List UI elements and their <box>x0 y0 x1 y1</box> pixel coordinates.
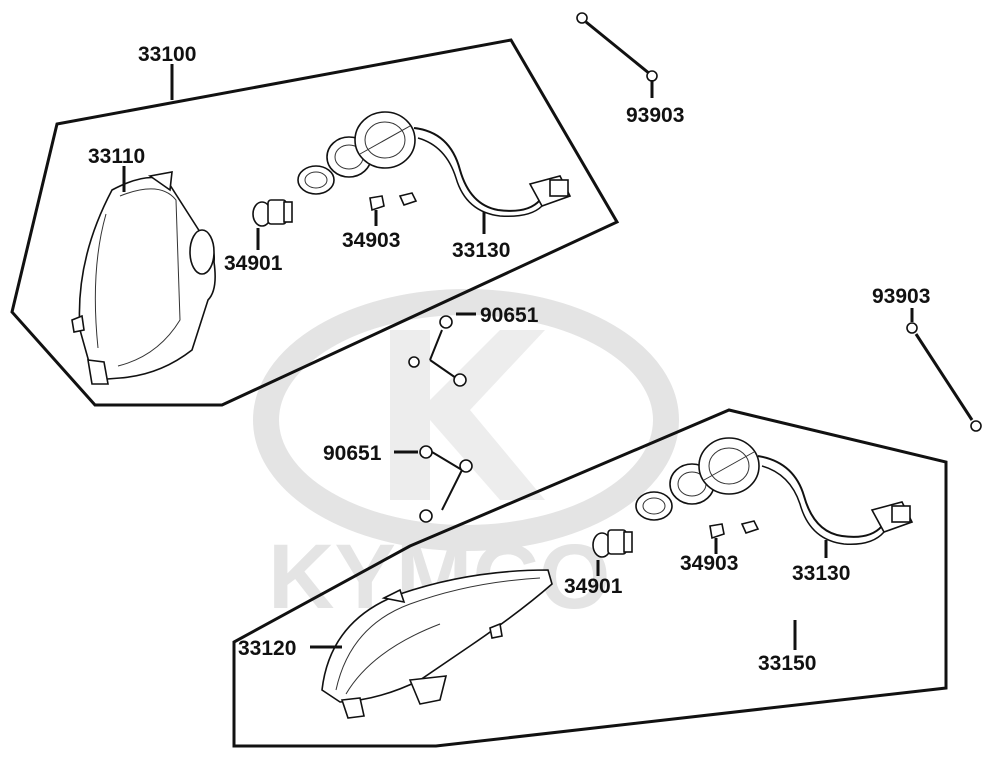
upper-wiring-harness <box>413 127 572 218</box>
label-33130-lower: 33130 <box>792 562 850 585</box>
label-34901-lower: 34901 <box>564 575 623 598</box>
label-34901-upper: 34901 <box>224 252 283 275</box>
lower-head-bulb <box>592 529 633 558</box>
lower-socket-housing <box>698 437 760 495</box>
label-34903-lower: 34903 <box>680 552 738 575</box>
label-33130-upper: 33130 <box>452 239 510 262</box>
label-33120: 33120 <box>238 637 296 660</box>
bolt-top-pair <box>576 12 658 98</box>
lower-position-bulb <box>709 520 760 540</box>
lower-assembly-frame <box>232 408 948 748</box>
upper-head-bulb <box>252 199 293 227</box>
bolt-right-pair <box>906 308 982 432</box>
watermark-logo-k <box>390 330 545 500</box>
lower-wiring-harness <box>757 455 914 545</box>
label-93903-top: 93903 <box>626 104 684 127</box>
upper-assembly-frame <box>10 38 620 407</box>
watermark-logo-ring <box>253 289 679 551</box>
screw-bracket-a <box>408 312 476 387</box>
upper-headlight-lens <box>71 171 216 385</box>
upper-socket-ring-small <box>297 165 335 195</box>
label-90651-a: 90651 <box>480 304 539 327</box>
label-33100: 33100 <box>138 43 196 66</box>
upper-position-bulb <box>369 192 418 212</box>
label-90651-b: 90651 <box>323 442 382 465</box>
screw-bracket-b <box>394 445 473 523</box>
lower-headlight-lens <box>321 569 553 719</box>
upper-socket-housing <box>354 111 416 169</box>
lower-socket-ring-small <box>635 491 673 521</box>
label-33150: 33150 <box>758 652 816 675</box>
label-33110: 33110 <box>88 145 145 168</box>
label-34903-upper: 34903 <box>342 229 400 252</box>
label-93903-right: 93903 <box>872 285 930 308</box>
